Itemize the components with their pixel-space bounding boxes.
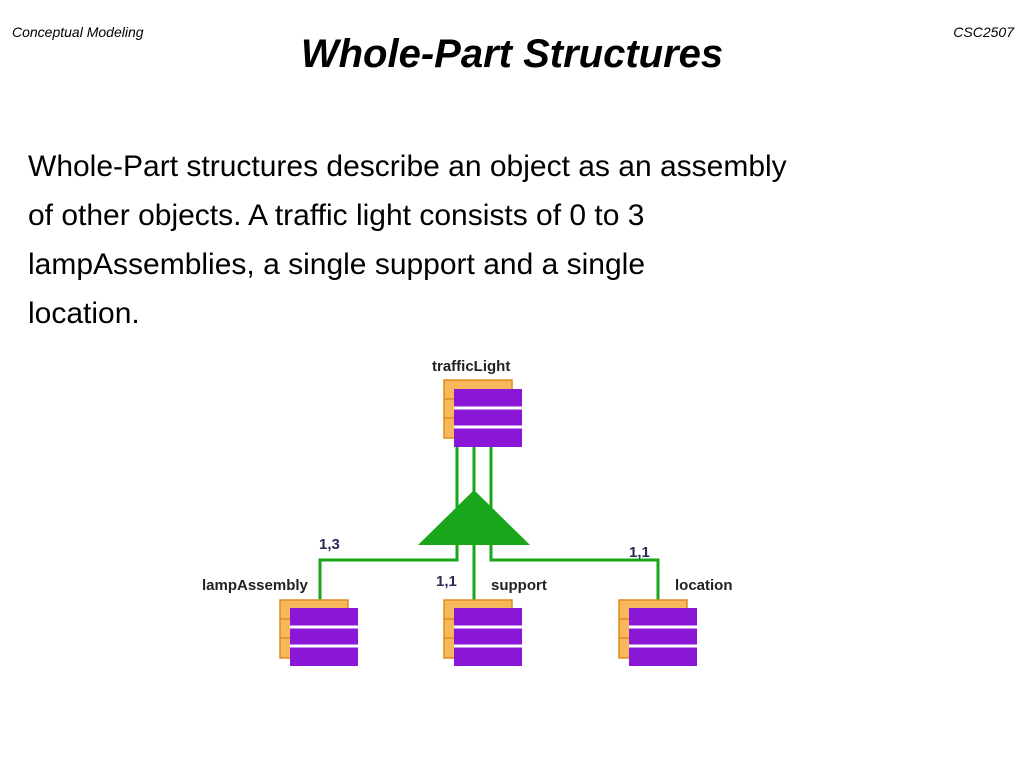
lampassembly-connector: [318, 545, 459, 608]
class-label-trafficlight: trafficLight: [432, 358, 510, 375]
course-title: Conceptual Modeling: [12, 24, 144, 40]
class-lampassembly: lampAssembly 1,3: [202, 536, 358, 666]
body-line: Whole-Part structures describe an object…: [28, 150, 787, 183]
body-line: of other objects. A traffic light consis…: [28, 199, 645, 232]
class-trafficlight: trafficLight: [432, 358, 522, 447]
body-paragraph: Whole-Part structures describe an object…: [28, 142, 928, 338]
slide-title: Whole-Part Structures: [300, 32, 724, 76]
location-connector: [489, 545, 660, 608]
class-location: location 1,1: [618, 544, 733, 666]
class-support: support 1,1: [436, 573, 547, 666]
class-label-location: location: [675, 577, 733, 594]
whole-part-triangle-icon: [418, 490, 530, 545]
multiplicity-support: 1,1: [436, 573, 457, 590]
multiplicity-location: 1,1: [629, 544, 650, 561]
class-label-support: support: [491, 577, 547, 594]
course-code: CSC2507: [953, 24, 1014, 40]
body-line: lampAssemblies, a single support and a s…: [28, 248, 646, 281]
multiplicity-lampassembly: 1,3: [319, 536, 340, 553]
body-line: location.: [28, 297, 140, 330]
class-label-lampassembly: lampAssembly: [202, 577, 309, 594]
